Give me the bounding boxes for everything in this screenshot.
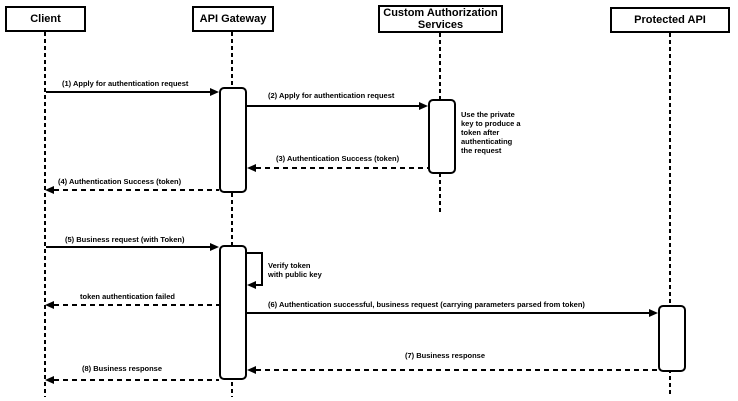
self-message-label: Verify token with public key bbox=[268, 261, 322, 279]
lifeline-client bbox=[44, 32, 46, 397]
message-3-arrowhead-icon bbox=[247, 164, 256, 172]
message-8-label: (8) Business response bbox=[82, 364, 163, 373]
message-1-arrowhead-icon bbox=[210, 88, 219, 96]
actor-protected-api: Protected API bbox=[610, 7, 730, 33]
actor-api-gateway: API Gateway bbox=[192, 6, 274, 32]
message-6-line bbox=[247, 312, 649, 314]
actor-api-gateway-label: API Gateway bbox=[199, 13, 267, 25]
note-private-key: Use the private key to produce a token a… bbox=[461, 110, 521, 155]
actor-client-label: Client bbox=[30, 13, 61, 25]
activation-api-gateway-auth bbox=[219, 87, 247, 193]
message-6-arrowhead-icon bbox=[649, 309, 658, 317]
message-2-label: (2) Apply for authentication request bbox=[268, 91, 395, 100]
message-8-arrowhead-icon bbox=[45, 376, 54, 384]
message-3-line bbox=[256, 167, 428, 169]
message-7-arrowhead-icon bbox=[247, 366, 256, 374]
message-token-failed-label: token authentication failed bbox=[80, 292, 176, 301]
self-message-arrowhead-icon bbox=[247, 281, 256, 289]
message-5-label: (5) Business request (with Token) bbox=[65, 235, 185, 244]
activation-api-gateway-business bbox=[219, 245, 247, 380]
lifeline-protected-api bbox=[669, 33, 671, 397]
message-8-line bbox=[54, 379, 219, 381]
message-1-line bbox=[46, 91, 210, 93]
message-7-label: (7) Business response bbox=[405, 351, 486, 360]
activation-custom-authorization-services bbox=[428, 99, 456, 174]
actor-client: Client bbox=[5, 6, 86, 32]
message-1-label: (1) Apply for authentication request bbox=[62, 79, 189, 88]
message-4-line bbox=[54, 189, 219, 191]
message-5-arrowhead-icon bbox=[210, 243, 219, 251]
lifeline-api-gateway bbox=[231, 32, 233, 397]
message-2-arrowhead-icon bbox=[419, 102, 428, 110]
actor-custom-authorization-services-label: Custom Authorization Services bbox=[383, 7, 498, 31]
message-token-failed-line bbox=[54, 304, 219, 306]
actor-custom-authorization-services: Custom Authorization Services bbox=[378, 5, 503, 33]
message-4-arrowhead-icon bbox=[45, 186, 54, 194]
message-6-label: (6) Authentication successful, business … bbox=[268, 300, 585, 309]
message-5-line bbox=[46, 246, 210, 248]
actor-protected-api-label: Protected API bbox=[634, 14, 706, 26]
message-4-label: (4) Authentication Success (token) bbox=[58, 177, 182, 186]
message-token-failed-arrowhead-icon bbox=[45, 301, 54, 309]
message-2-line bbox=[247, 105, 419, 107]
activation-protected-api bbox=[658, 305, 686, 372]
self-message-top-line bbox=[247, 252, 263, 254]
message-3-label: (3) Authentication Success (token) bbox=[276, 154, 400, 163]
message-7-line bbox=[256, 369, 658, 371]
self-message-right-line bbox=[261, 252, 263, 286]
self-message-bottom-line bbox=[256, 284, 263, 286]
